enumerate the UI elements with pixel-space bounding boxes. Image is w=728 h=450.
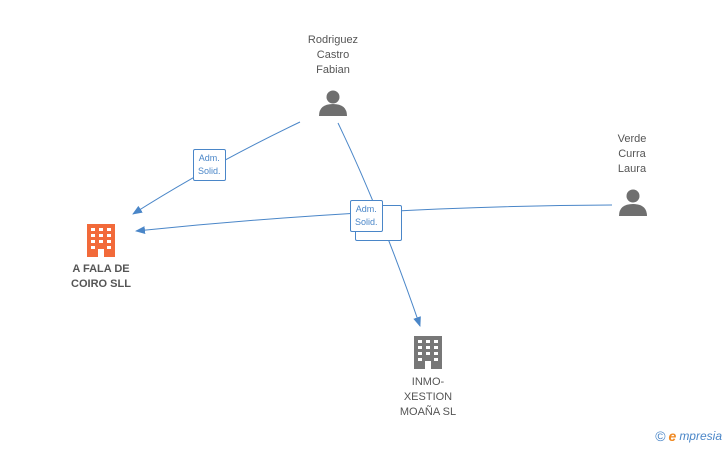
- edge-label-line: Adm.: [198, 153, 220, 163]
- building-icon-inmo[interactable]: [414, 336, 442, 369]
- edge-label-line: Solid.: [355, 217, 378, 227]
- person-name-line: Verde: [617, 133, 647, 145]
- empresia-logo-text: mpresia: [679, 429, 722, 443]
- edge-label-line: Adm.: [355, 204, 377, 214]
- company-name-line: MOAÑA SL: [399, 406, 457, 418]
- edge-label-adm-solid-stacked[interactable]: Adm. Solid.: [350, 200, 383, 232]
- person-label-rodriguez[interactable]: Rodriguez Castro Fabian: [290, 33, 376, 78]
- company-name-line: INMO-: [411, 376, 445, 388]
- person-name-line: Fabian: [316, 64, 350, 76]
- person-icon-verde[interactable]: [619, 189, 647, 217]
- edge-label-line: Solid.: [198, 166, 221, 176]
- person-icon-rodriguez[interactable]: [319, 90, 347, 117]
- company-label-a-fala[interactable]: A FALA DE COIRO SLL: [56, 262, 146, 292]
- person-label-verde[interactable]: Verde Curra Laura: [595, 132, 669, 177]
- empresia-logo-e: e: [668, 428, 677, 444]
- company-name-line: XESTION: [403, 391, 453, 403]
- person-name-line: Laura: [617, 163, 647, 175]
- person-name-line: Castro: [316, 49, 350, 61]
- person-name-line: Rodriguez: [307, 34, 359, 46]
- company-label-inmo[interactable]: INMO- XESTION MOAÑA SL: [383, 375, 473, 420]
- company-name-line: A FALA DE: [72, 263, 130, 275]
- edge-label-adm-solid[interactable]: Adm. Solid.: [193, 149, 226, 181]
- copyright-symbol: ©: [655, 428, 666, 444]
- building-icon-a-fala[interactable]: [87, 224, 115, 257]
- person-name-line: Curra: [618, 148, 646, 160]
- company-name-line: COIRO SLL: [71, 278, 131, 290]
